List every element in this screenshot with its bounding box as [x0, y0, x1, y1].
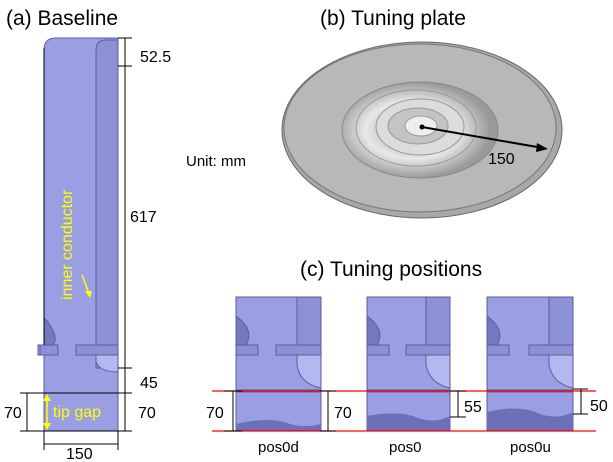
position-pos0: [366, 296, 451, 431]
dim-gap-left: 70: [4, 405, 22, 422]
radius-arrowhead: [536, 143, 548, 152]
radius-arrow: [421, 126, 544, 149]
panel-c-title: (c) Tuning positions: [300, 258, 482, 281]
plate-radius-label: 150: [488, 151, 515, 168]
tip-gap-arrow: [43, 394, 51, 430]
position-pos0d: [235, 296, 322, 431]
dim-top: 52.5: [140, 49, 171, 66]
tip-gap-label: tip gap: [53, 404, 101, 421]
positions-dimension-lines: [224, 388, 588, 432]
dim-lower: 45: [140, 375, 158, 392]
position-pos0u: [486, 296, 574, 431]
pos0-gap: 55: [464, 399, 482, 416]
pos0d-gap-right: 70: [334, 405, 352, 422]
baseline-cavity: [37, 37, 119, 432]
inner-conductor-label: inner conductor: [59, 189, 76, 300]
panel-b-title: (b) Tuning plate: [320, 7, 466, 30]
pos0-label: pos0: [389, 439, 422, 456]
plate-center-dot: [419, 124, 425, 130]
dim-gap-right: 70: [138, 405, 156, 422]
inner-conductor-arrowhead: [85, 291, 92, 298]
unit-label: Unit: mm: [186, 153, 246, 170]
baseline-dimension-lines: [20, 37, 132, 450]
dim-length: 617: [130, 209, 157, 226]
dim-width: 150: [66, 446, 93, 462]
panel-a-title: (a) Baseline: [6, 7, 118, 30]
pos0d-label: pos0d: [258, 439, 299, 456]
pos0u-gap: 50: [590, 398, 608, 415]
tuning-plate: [281, 41, 563, 219]
inner-conductor-shape: [95, 39, 119, 369]
pos0d-gap-left: 70: [206, 405, 224, 422]
pos0u-label: pos0u: [510, 439, 551, 456]
